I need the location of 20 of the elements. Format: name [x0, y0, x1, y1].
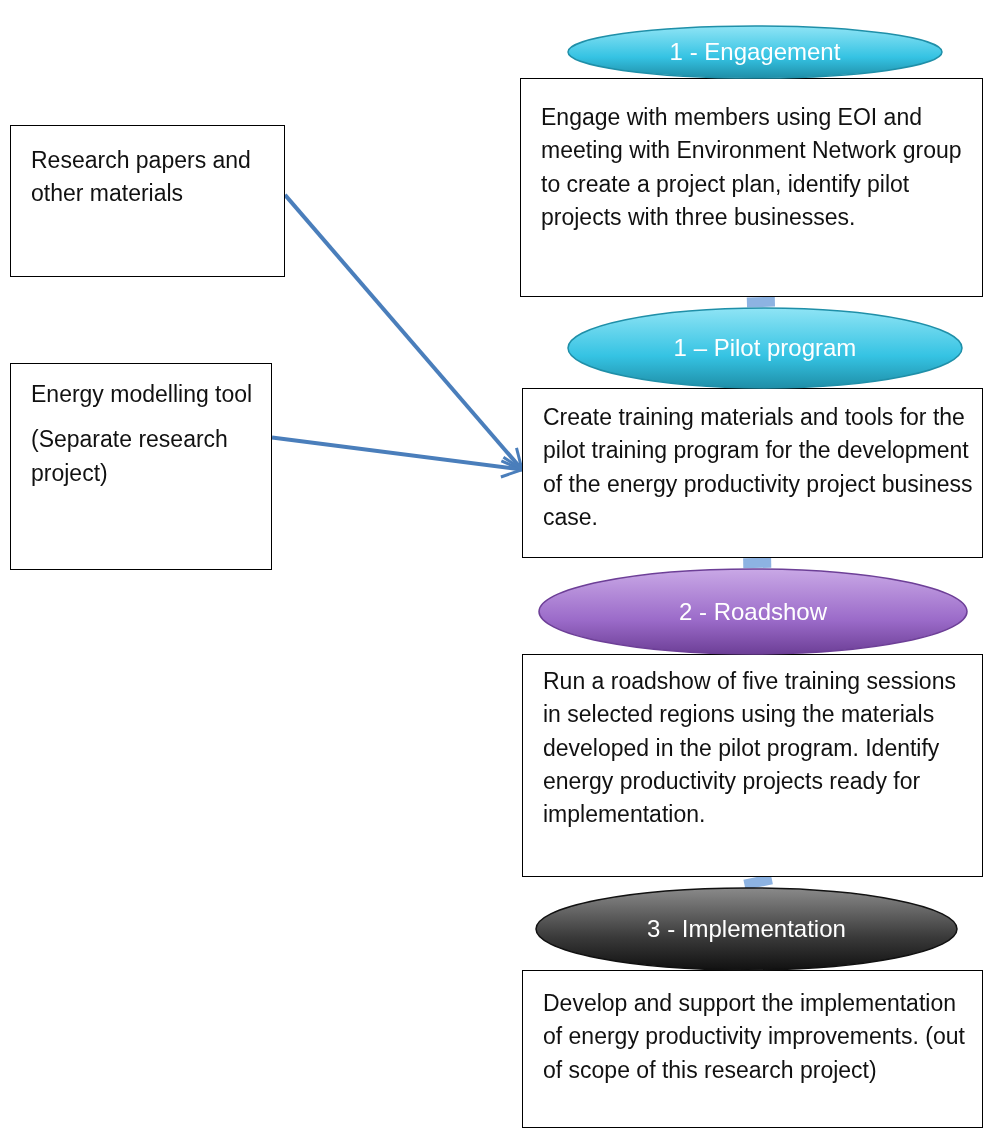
box-text: Engage with members using EOI and meeting with Environment Network group to create a project plan, identify pilot projects with three businesses. [541, 103, 963, 233]
text-box [10, 125, 285, 277]
connector-bar [743, 557, 772, 569]
arrow [271, 435, 524, 479]
stage-title: 1 - Engagement [669, 38, 841, 66]
stage-title: 1 – Pilot program [673, 334, 857, 362]
box-text: Create training materials and tools for the pilot training program for the development of the energy productivity project business case. [543, 403, 974, 533]
text-box [520, 78, 983, 297]
box-text: Develop and support the implementation of energy productivity improvements. (out of scope of this research project) [543, 989, 966, 1085]
stage-title: 2 - Roadshow [678, 597, 828, 626]
text-box [522, 654, 983, 877]
text-box [522, 970, 983, 1128]
box-text: Research papers and other materials [31, 146, 252, 209]
text-box [10, 363, 272, 570]
stage-title: 3 - Implementation [647, 915, 846, 943]
connector-bar [746, 296, 776, 308]
box-text: Run a roadshow of five training sessions in selected regions using the materials developed in the pilot program. Identify energy productivity projects ready for implementation. [543, 667, 957, 830]
box-text: (Separate research project) [31, 425, 229, 488]
text-box [522, 388, 983, 558]
box-text: Energy modelling tool [31, 380, 254, 409]
